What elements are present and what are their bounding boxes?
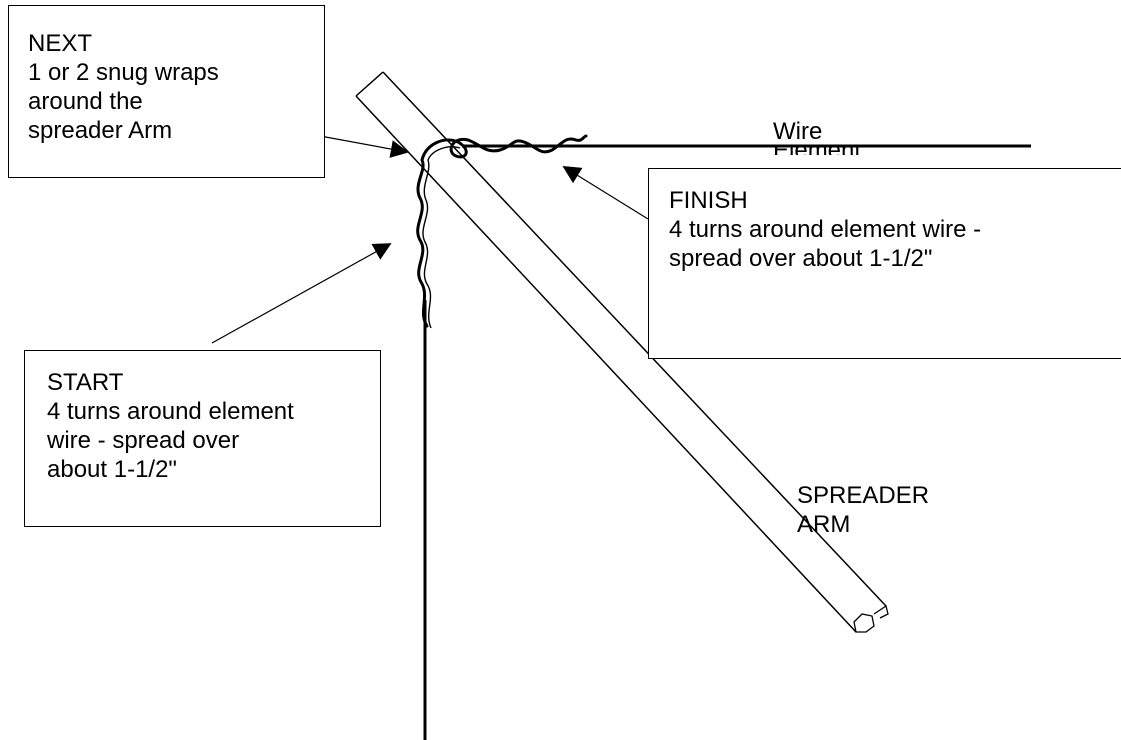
start-callout-line: about 1-1/2"	[47, 456, 177, 483]
wire-element-label: Wire	[773, 118, 823, 145]
spreader-arm	[355, 71, 889, 633]
finish-callout-title: FINISH	[669, 187, 748, 214]
finish-step-callout: FINISH 4 turns around element wire - spr…	[648, 168, 1121, 359]
start-callout-line: 4 turns around element	[47, 398, 294, 425]
next-callout-line: spreader Arm	[28, 117, 173, 144]
spreader-arm-label: SPREADER ARM	[797, 481, 929, 539]
start-step-callout: START 4 turns around element wire - spre…	[24, 350, 381, 527]
spreader-arm-label-line: ARM	[797, 511, 851, 538]
finish-arrow	[562, 166, 649, 220]
next-callout-line: around the	[28, 88, 143, 115]
start-arrow	[211, 243, 392, 344]
spreader-arm-label-line: SPREADER	[797, 482, 930, 509]
start-callout-title: START	[47, 369, 124, 396]
wire-element-label-clipped: Element	[773, 146, 861, 155]
start-callout-line: wire - spread over	[47, 427, 240, 454]
tie-wire-wrap-strand	[422, 146, 461, 329]
next-callout-title: NEXT	[28, 30, 93, 57]
next-step-callout: NEXT 1 or 2 snug wraps around the spread…	[8, 5, 325, 178]
finish-callout-line: 4 turns around element wire -	[669, 216, 982, 243]
next-callout-line: 1 or 2 snug wraps	[28, 59, 219, 86]
tie-wire-wrap	[416, 134, 588, 328]
finish-callout-line: spread over about 1-1/2"	[669, 245, 933, 272]
